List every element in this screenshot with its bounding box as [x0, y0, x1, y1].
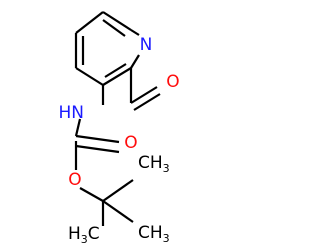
- atom-o-carbonyl: O: [124, 133, 137, 153]
- bond-c1-c4-double: [102, 19, 126, 37]
- atom-h3c-left: H3C: [68, 224, 100, 246]
- bond-c3-c2: [102, 67, 132, 86]
- bond-ctbu-ch3-right: [102, 200, 134, 223]
- bond-c-ocarbonyl: [75, 134, 120, 144]
- atom-n-ring: N: [140, 35, 153, 55]
- bond-cho-o: [130, 86, 158, 104]
- bond-c3-c2-double: [104, 63, 127, 78]
- bond-cho-o-double: [133, 93, 161, 111]
- molecule-drawing: N O HN O O CH3 H3C CH3: [59, 11, 180, 246]
- bond-n-c1: [130, 29, 140, 36]
- atom-nh: HN: [59, 103, 85, 123]
- structure-canvas: N O HN O O CH3 H3C CH3: [58, 11, 180, 246]
- bond-c4-c5: [75, 11, 104, 34]
- bond-ctbu-ch3-top: [102, 179, 134, 202]
- bond-nh-c: [74, 118, 82, 137]
- bond-c6-c3: [75, 67, 104, 86]
- bond-oester-ctbu: [79, 187, 104, 202]
- atom-ch3-right: CH3: [138, 223, 170, 245]
- atom-o-ester: O: [68, 170, 81, 190]
- atom-ch3-top: CH3: [138, 153, 170, 175]
- bond-c-ocarbonyl-double: [75, 144, 120, 154]
- bond-c2-n: [130, 54, 140, 69]
- atom-o-aldehyde: O: [166, 72, 179, 92]
- bond-c1-c4: [102, 11, 132, 31]
